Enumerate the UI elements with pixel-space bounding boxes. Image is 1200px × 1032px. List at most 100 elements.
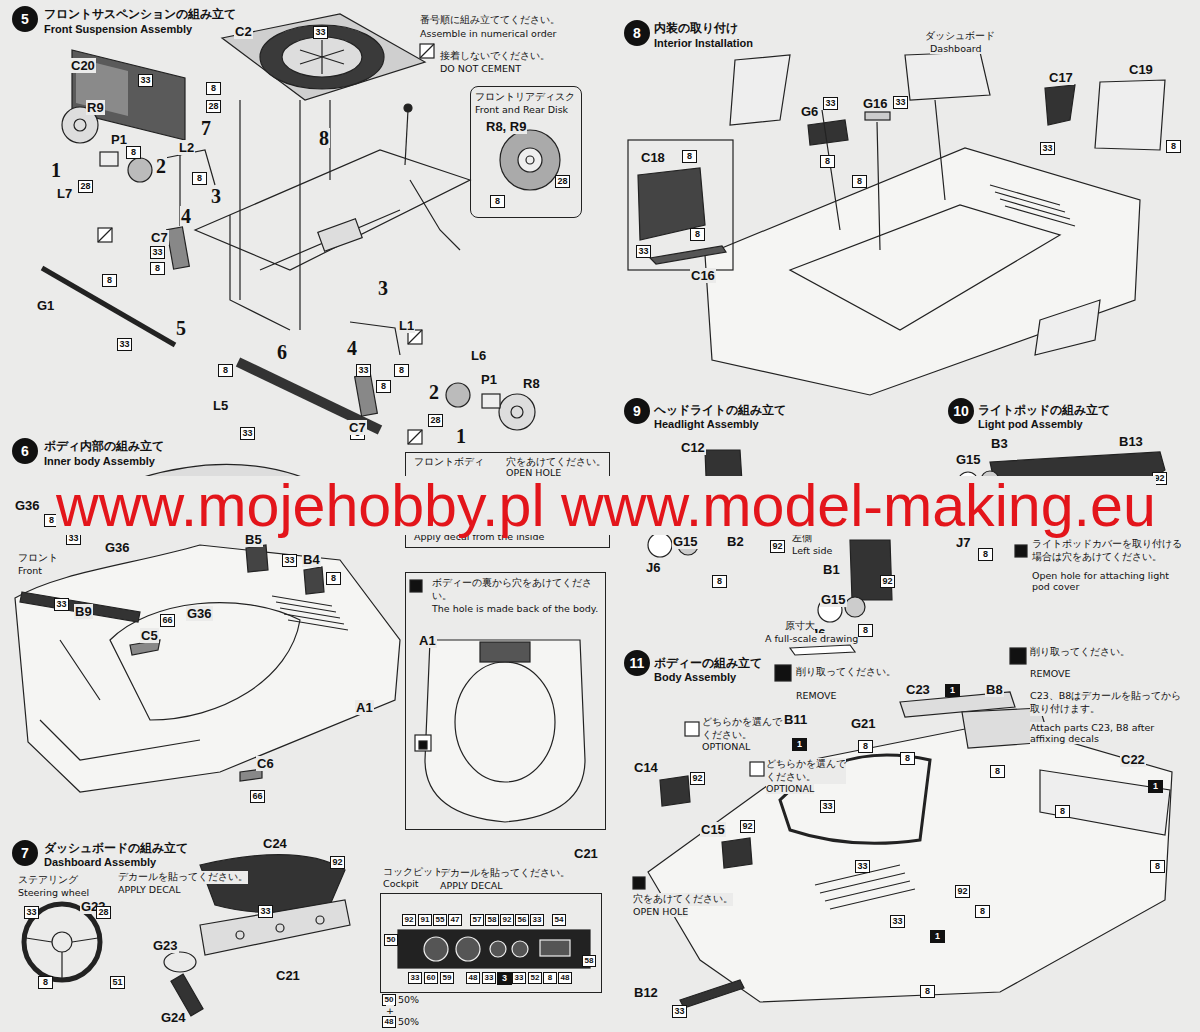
color-code: 92 bbox=[955, 885, 970, 898]
color-code: 58 bbox=[582, 955, 596, 967]
color-code: 8 bbox=[218, 364, 233, 377]
part-name: B12 bbox=[633, 985, 659, 1000]
part-name: B1 bbox=[822, 562, 841, 577]
assembly-order: 2 bbox=[428, 382, 440, 402]
part-name: P1 bbox=[110, 132, 128, 147]
color-code: 33 bbox=[240, 427, 255, 440]
color-code: 54 bbox=[552, 914, 566, 926]
assembly-order: 1 bbox=[50, 160, 62, 180]
assembly-order: 4 bbox=[180, 206, 192, 226]
note-text: 削り取ってください。 bbox=[1030, 646, 1130, 659]
color-code: 33 bbox=[890, 915, 905, 928]
assembly-order: 6 bbox=[276, 342, 288, 362]
part-name: L2 bbox=[178, 140, 195, 155]
step-title-en: Inner body Assembly bbox=[44, 455, 155, 467]
color-code: 3 bbox=[497, 972, 512, 985]
note-text: APPLY DECAL bbox=[118, 884, 181, 895]
color-code: 33 bbox=[482, 972, 496, 984]
part-name: C6 bbox=[256, 756, 275, 771]
color-code: 28 bbox=[428, 414, 443, 427]
color-code: 8 bbox=[852, 175, 867, 188]
step-number-circle: 6 bbox=[12, 438, 38, 464]
part-name: P1 bbox=[480, 372, 498, 387]
color-code: 57 bbox=[470, 914, 484, 926]
color-code: 1 bbox=[930, 930, 945, 943]
assembly-order: 7 bbox=[200, 118, 212, 138]
color-code: 28 bbox=[78, 180, 93, 193]
step-title-jp: ボディ内部の組み立て bbox=[44, 438, 164, 455]
color-code: 33 bbox=[408, 972, 422, 984]
step-title-jp: ライトポッドの組み立て bbox=[978, 402, 1110, 419]
color-code: 92 bbox=[500, 914, 514, 926]
part-name: R8 bbox=[522, 376, 541, 391]
note-text: フロントボディ bbox=[414, 456, 484, 469]
color-code: 8 bbox=[990, 765, 1005, 778]
color-code: 8 bbox=[38, 976, 53, 989]
color-code: 33 bbox=[1040, 142, 1055, 155]
color-code: 52 bbox=[528, 972, 542, 984]
part-name: G36 bbox=[186, 606, 213, 621]
part-name: A1 bbox=[418, 633, 437, 648]
watermark: www.mojehobby.pl www.model-making.eu bbox=[56, 476, 1156, 535]
step-title-jp: ダッシュボードの組み立て bbox=[44, 840, 188, 857]
color-code: 33 bbox=[54, 598, 69, 611]
step-number: 10 bbox=[953, 404, 969, 418]
color-code: 48 bbox=[558, 972, 572, 984]
color-code: 8 bbox=[490, 195, 505, 208]
color-code: 47 bbox=[448, 914, 462, 926]
step-title-en: Light pod Assembly bbox=[978, 418, 1083, 430]
color-code: 8 bbox=[1150, 860, 1165, 873]
color-code: 8 bbox=[192, 172, 207, 185]
note-text: 削り取ってください。 bbox=[796, 666, 896, 679]
note-text: 50% bbox=[398, 994, 419, 1005]
color-code: 8 bbox=[920, 985, 935, 998]
note-text: Attach parts C23, B8 after affixing deca… bbox=[1030, 722, 1190, 744]
step-title-jp: ボディーの組み立て bbox=[654, 655, 762, 672]
note-text: 接着しないでください。 bbox=[440, 50, 550, 63]
part-name: B4 bbox=[302, 552, 321, 567]
note-text: OPEN HOLE bbox=[633, 906, 688, 917]
part-name: C15 bbox=[700, 822, 726, 837]
assembly-order: 3 bbox=[210, 186, 222, 206]
note-text: Open hole for attaching light pod cover bbox=[1032, 570, 1182, 592]
color-code: 8 bbox=[102, 274, 117, 287]
note-text: OPTIONAL bbox=[766, 783, 814, 794]
note-text: Cockpit bbox=[383, 878, 419, 889]
color-code: 33 bbox=[258, 905, 273, 918]
color-code: 66 bbox=[160, 614, 175, 627]
color-code: 33 bbox=[24, 906, 39, 919]
color-code: 92 bbox=[740, 820, 755, 833]
color-code: 48 bbox=[382, 1016, 396, 1028]
note-text: どちらかを選んでください。 bbox=[766, 758, 846, 784]
color-code: 33 bbox=[820, 800, 835, 813]
color-code: 8 bbox=[1055, 805, 1070, 818]
part-name: C20 bbox=[70, 58, 96, 73]
color-code: 8 bbox=[326, 572, 341, 585]
color-code: 56 bbox=[515, 914, 529, 926]
part-name: G36 bbox=[104, 540, 131, 555]
note-text: Steering wheel bbox=[18, 887, 89, 898]
assembly-order: 8 bbox=[318, 128, 330, 148]
note-text: C23、B8はデカールを貼ってから取り付けます。 bbox=[1030, 690, 1190, 716]
part-name: C24 bbox=[262, 836, 288, 851]
part-name: C2 bbox=[234, 24, 253, 39]
part-name: G23 bbox=[152, 938, 179, 953]
color-code: 91 bbox=[418, 914, 432, 926]
part-name: J6 bbox=[645, 560, 661, 575]
part-name: B11 bbox=[783, 712, 808, 727]
assembly-order: 3 bbox=[377, 278, 389, 298]
note-text: ステアリング bbox=[18, 874, 78, 887]
part-name: B8 bbox=[985, 682, 1004, 697]
note-text: フロント bbox=[18, 552, 58, 565]
step-number-circle: 9 bbox=[624, 398, 650, 424]
color-code: 33 bbox=[530, 914, 544, 926]
part-name: C19 bbox=[1128, 62, 1154, 77]
color-code: 28 bbox=[206, 100, 221, 113]
step-title-en: Interior Installation bbox=[654, 37, 753, 49]
step-title-en: Front Suspension Assembly bbox=[44, 23, 192, 35]
color-code: 33 bbox=[282, 554, 297, 567]
part-name: B3 bbox=[990, 436, 1009, 451]
step-number: 8 bbox=[633, 26, 641, 40]
note-text: Dashboard bbox=[930, 43, 982, 54]
